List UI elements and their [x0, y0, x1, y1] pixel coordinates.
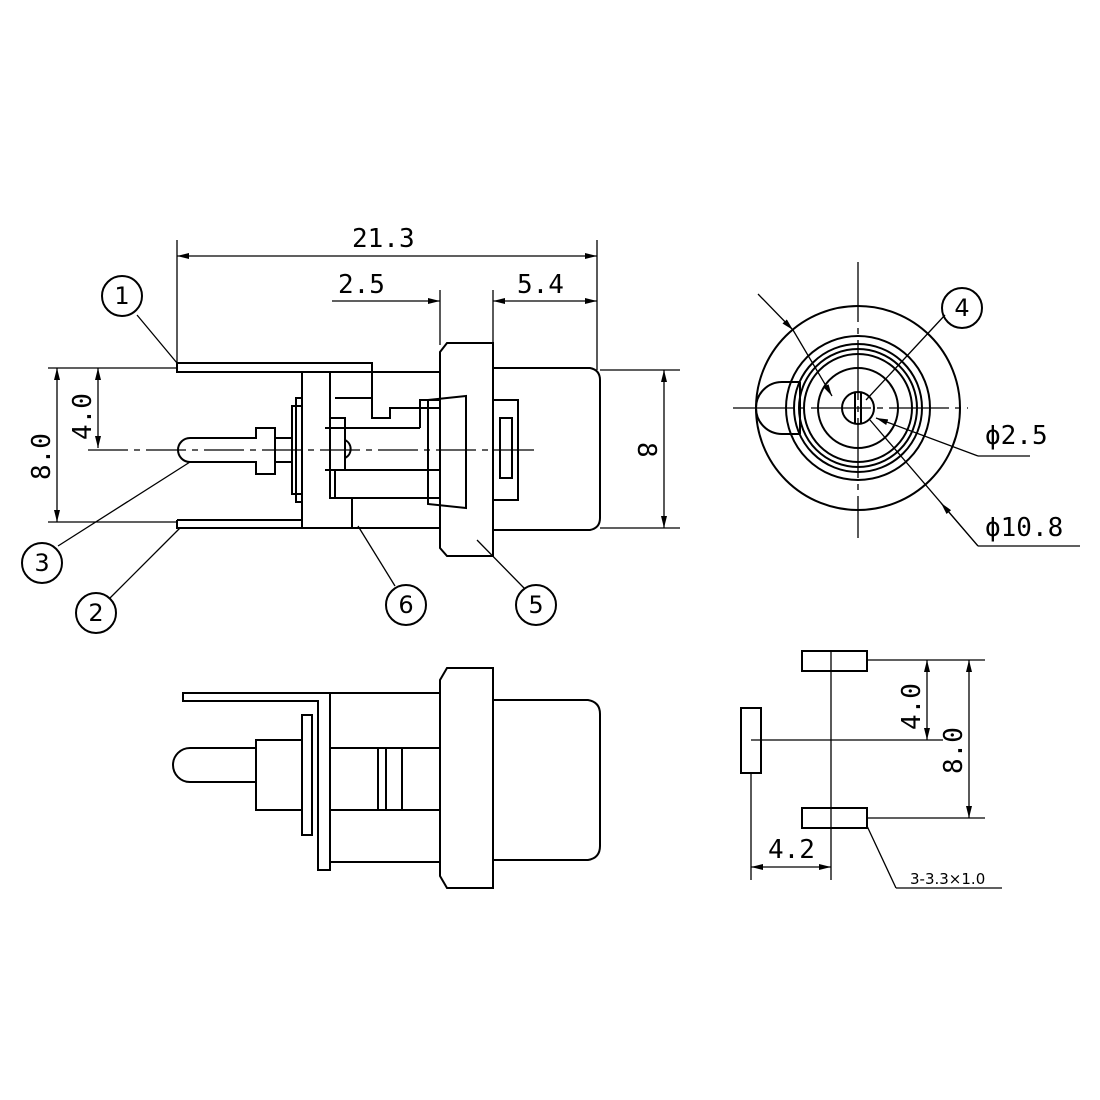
footprint-view: 4.0 8.0 4.2 3-3.3×1.0 [740, 650, 1002, 889]
dim-pad-distance: 4.2 [768, 835, 815, 865]
dim-overall-length: 21.3 [352, 224, 415, 254]
balloon-4: 4 [941, 287, 983, 329]
balloon-3: 3 [21, 542, 63, 584]
balloon-6: 6 [385, 584, 427, 626]
balloon-5: 5 [515, 584, 557, 626]
bottom-side-view [172, 667, 601, 889]
svg-text:5: 5 [528, 591, 543, 619]
dim-pad-offset: 4.0 [897, 683, 927, 730]
front-view: 4 ϕ2.5 ϕ10.8 [733, 262, 1080, 547]
balloon-2: 2 [75, 592, 117, 634]
svg-text:1: 1 [114, 282, 129, 310]
dim-pad-spec: 3-3.3×1.0 [910, 870, 985, 888]
dim-outer-diameter: ϕ10.8 [985, 513, 1063, 543]
svg-text:2: 2 [88, 599, 103, 627]
dim-flange-to-body: 2.5 [338, 270, 385, 300]
svg-text:4: 4 [954, 294, 969, 322]
svg-text:3: 3 [34, 549, 49, 577]
dim-pad-span: 8.0 [939, 727, 969, 774]
dim-pin-span: 8.0 [27, 433, 57, 480]
side-view: 21.3 2.5 5.4 8.0 4.0 [21, 224, 680, 634]
dim-pin-offset: 4.0 [68, 393, 98, 440]
dim-barrel-height: 8 [631, 442, 661, 458]
dim-front-length: 5.4 [517, 270, 564, 300]
dim-pin-diameter: ϕ2.5 [985, 421, 1048, 451]
balloon-1: 1 [101, 275, 143, 317]
svg-text:6: 6 [398, 591, 413, 619]
